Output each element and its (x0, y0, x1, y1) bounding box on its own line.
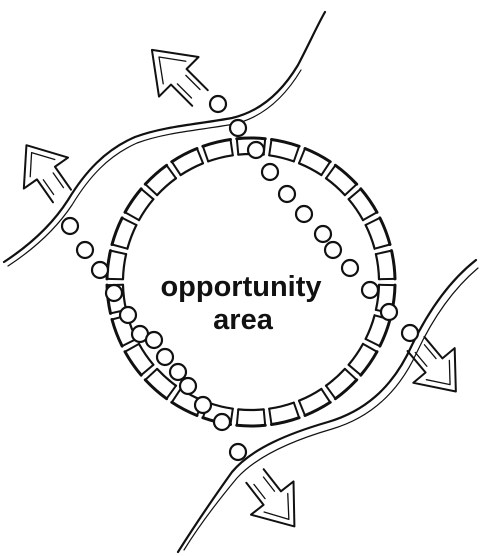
path-circle (170, 364, 186, 380)
path-circle (210, 96, 226, 112)
ring-segment (107, 251, 126, 280)
path-circle (77, 242, 93, 258)
path-circle (230, 120, 246, 136)
path-circle (106, 285, 122, 301)
path-circle (402, 325, 418, 341)
path-circle (195, 397, 211, 413)
path-circle (262, 164, 278, 180)
center-label-line-2: area (213, 304, 274, 336)
ring-segment (349, 344, 377, 375)
ring-segment (269, 140, 299, 162)
ring-segment (299, 149, 330, 176)
path-circle (342, 260, 358, 276)
ring-segment (203, 140, 233, 162)
path-circle (146, 332, 162, 348)
path-circle (362, 282, 378, 298)
ring-segment (112, 218, 136, 249)
arrow-top-left-icon (132, 30, 220, 118)
ring-segment (349, 189, 377, 220)
ring-segment (326, 165, 357, 195)
center-label-line-1: opportunity (160, 271, 321, 303)
path-circle (120, 307, 136, 323)
path-circle (157, 349, 173, 365)
path-circle (92, 262, 108, 278)
ring-segment (366, 218, 390, 249)
arrow-bottom-icon (234, 459, 316, 543)
ring-segment (299, 389, 330, 416)
ring-segment (376, 251, 395, 280)
ring-segment (172, 149, 203, 176)
ring-segment (237, 409, 265, 426)
ring-segment (125, 344, 153, 375)
path-circle (180, 378, 196, 394)
arrow-left-icon (4, 130, 84, 212)
path-circle (230, 444, 246, 460)
ring-segment (326, 369, 357, 399)
ring-segment (125, 189, 153, 220)
path-circle (214, 414, 230, 430)
path-circle (279, 186, 295, 202)
path-circle (62, 218, 78, 234)
path-circle (248, 142, 264, 158)
ring-segment (269, 403, 299, 425)
path-circle (315, 226, 331, 242)
path-circle (381, 304, 397, 320)
path-circle (325, 242, 341, 258)
path-circle (296, 206, 312, 222)
ring-segment (145, 165, 176, 195)
